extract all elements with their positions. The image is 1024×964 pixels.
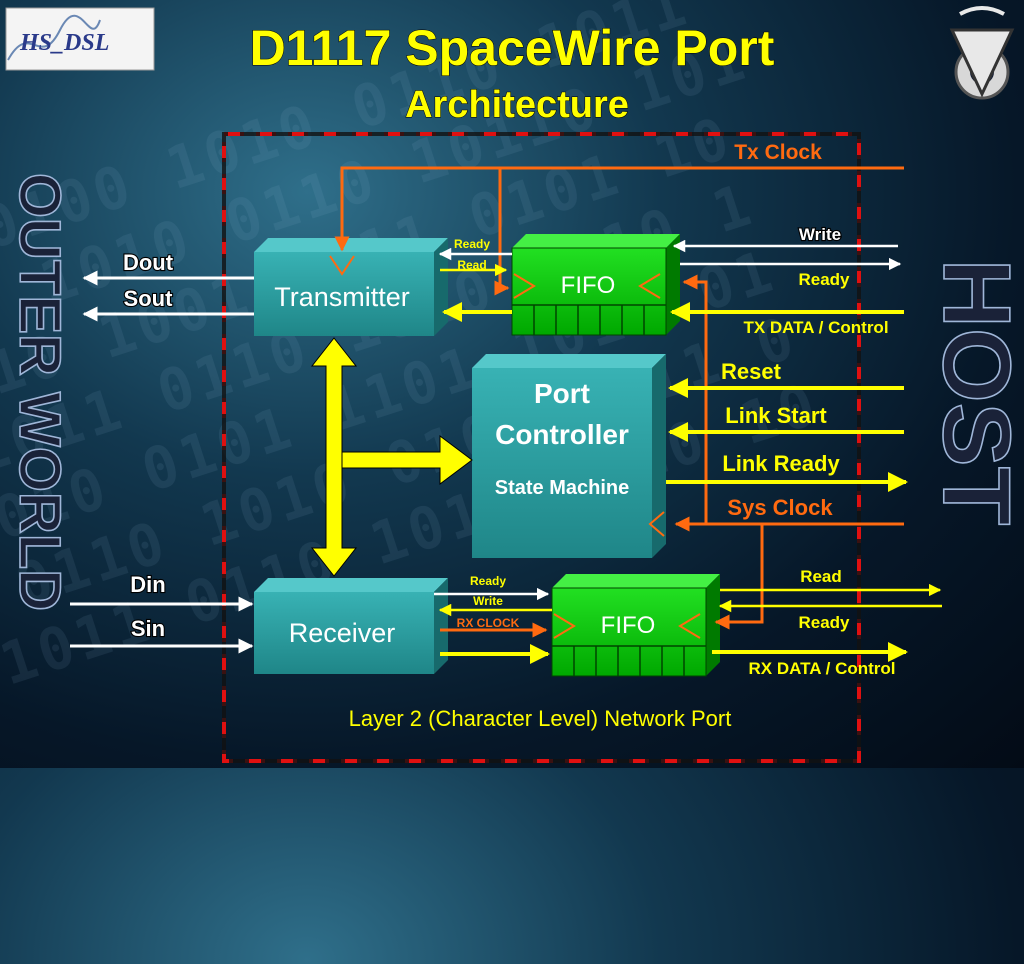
tx-fifo-block: FIFO bbox=[511, 234, 680, 336]
university-logo-icon bbox=[949, 6, 1015, 100]
tx-clock-label: Tx Clock bbox=[734, 141, 822, 164]
tx-ready-small-label: Ready bbox=[454, 237, 490, 251]
sout-label: Sout bbox=[124, 286, 174, 311]
clock-input-icon bbox=[678, 613, 701, 639]
page-title: D1117 SpaceWire Port bbox=[250, 20, 775, 76]
rx-clock-label: RX CLOCK bbox=[457, 616, 520, 630]
sys-clock-label: Sys Clock bbox=[727, 495, 833, 520]
tx-data-label: TX DATA / Control bbox=[743, 318, 888, 337]
tx-fifo-label: FIFO bbox=[561, 272, 616, 299]
receiver-block: Receiver bbox=[254, 578, 448, 674]
link-ready-label: Link Ready bbox=[722, 451, 840, 476]
dout-label: Dout bbox=[123, 250, 174, 275]
controller-bus bbox=[310, 337, 473, 577]
logo-text: HS_DSL bbox=[19, 30, 109, 56]
port-controller-block: Port Controller State Machine bbox=[472, 354, 666, 558]
page-subtitle: Architecture bbox=[405, 84, 629, 126]
transmitter-label: Transmitter bbox=[274, 282, 410, 312]
host-ready-tx-label: Ready bbox=[798, 270, 850, 289]
rx-fifo-label: FIFO bbox=[601, 612, 656, 639]
sin-label: Sin bbox=[131, 616, 165, 641]
rx-fifo-block: FIFO bbox=[551, 574, 720, 677]
host-ready-rx-label: Ready bbox=[798, 613, 850, 632]
clock-input-icon bbox=[638, 273, 661, 299]
clock-input-icon bbox=[513, 273, 536, 299]
state-machine-label: State Machine bbox=[495, 477, 629, 499]
sys-clock-line bbox=[648, 274, 904, 630]
tx-read-small-label: Read bbox=[457, 258, 486, 272]
host-write-label: Write bbox=[799, 225, 841, 244]
outer-world-signals bbox=[70, 270, 254, 654]
architecture-diagram: HS_DSL D1117 SpaceWire Port Architecture… bbox=[5, 6, 1024, 763]
outer-world-label: OUTER WORLD bbox=[7, 173, 72, 611]
controller-label: Controller bbox=[495, 419, 629, 450]
footer-caption: Layer 2 (Character Level) Network Port bbox=[349, 706, 732, 731]
link-start-label: Link Start bbox=[725, 403, 827, 428]
receiver-label: Receiver bbox=[289, 618, 396, 648]
rx-ready-small-label: Ready bbox=[470, 574, 506, 588]
host-label: HOST bbox=[923, 259, 1024, 526]
transmitter-block: Transmitter bbox=[254, 238, 448, 336]
host-signals bbox=[666, 239, 942, 662]
rx-data-label: RX DATA / Control bbox=[749, 659, 896, 678]
clock-input-icon bbox=[553, 613, 576, 639]
rx-internal-signals bbox=[434, 587, 552, 664]
hs-dsl-logo: HS_DSL bbox=[5, 7, 155, 71]
tx-internal-signals bbox=[438, 247, 512, 322]
reset-label: Reset bbox=[721, 359, 782, 384]
tx-clock-line bbox=[329, 166, 904, 296]
port-controller-label: Port bbox=[534, 378, 590, 409]
host-read-label: Read bbox=[800, 567, 842, 586]
rx-write-small-label: Write bbox=[473, 594, 503, 608]
din-label: Din bbox=[130, 572, 165, 597]
